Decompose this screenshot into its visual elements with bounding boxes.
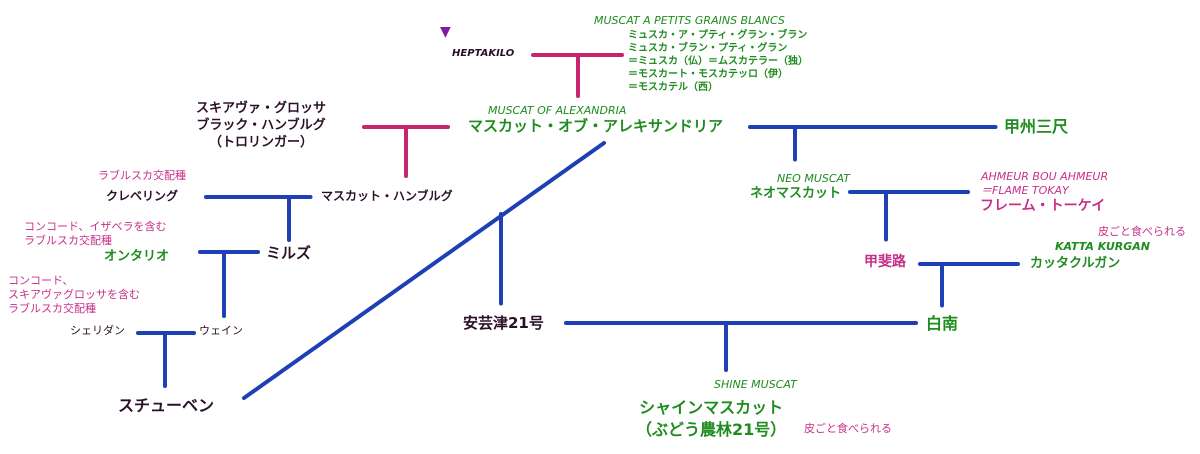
flame-tokay-ja-label: フレーム・トーケイ <box>980 198 1106 214</box>
muscat-petits-grains-label: MUSCAT A PETITS GRAINS BLANCS <box>594 14 785 27</box>
steuben-label: スチューベン <box>118 396 215 415</box>
alexandria-en-label: MUSCAT OF ALEXANDRIA <box>488 104 627 117</box>
hakunan-label: 白南 <box>926 314 959 333</box>
kaiji-label: 甲斐路 <box>864 254 906 270</box>
koshu-sanjaku-label: 甲州三尺 <box>1004 117 1069 136</box>
katta-kurgan-ja-label: カッタクルガン <box>1030 256 1121 271</box>
cleveling-label: クレベリング <box>106 189 179 203</box>
ontario-label: オンタリオ <box>104 249 170 264</box>
muscat-petits-grains-aliases: ミュスカ・ア・プティ・グラン・ブラン ミュスカ・ブラン・プティ・グラン ＝ミュス… <box>628 30 808 93</box>
ontario-note: コンコード、イザベラを含む ラブルスカ交配種 <box>24 220 167 247</box>
katta-kurgan-note: 皮ごと食べられる <box>1098 225 1186 238</box>
cleveling-labrusca-note: ラブルスカ交配種 <box>98 169 186 182</box>
sheridan-label: シェリダン <box>70 324 125 337</box>
neo-muscat-en-label: NEO MUSCAT <box>777 172 850 185</box>
muscat-hamburg-label: マスカット・ハンブルグ <box>321 189 453 203</box>
heptakilo-label: HEPTAKILO <box>452 48 515 59</box>
wayne-label: ウェイン <box>199 324 243 337</box>
shine-muscat-ja-label: シャインマスカット （ぶどう農林21号） <box>636 398 787 439</box>
alexandria-ja-label: マスカット・オブ・アレキサンドリア <box>468 117 724 135</box>
mills-label: ミルズ <box>266 244 312 262</box>
shine-muscat-en-label: SHINE MUSCAT <box>714 378 797 391</box>
katta-kurgan-en-label: KATTA KURGAN <box>1055 240 1151 253</box>
link-alexandria-steuben-diagonal <box>242 141 606 400</box>
marker-icon: ▼ <box>440 24 451 40</box>
flame-tokay-en-label: AHMEUR BOU AHMEUR ＝FLAME TOKAY <box>981 170 1109 197</box>
neo-muscat-ja-label: ネオマスカット <box>750 186 842 201</box>
schiava-grossa-label: スキアヴァ・グロッサ ブラック・ハンブルグ （トロリンガー） <box>196 101 327 150</box>
sheridan-note: コンコード、 スキアヴァグロッサを含む ラブルスカ交配種 <box>8 274 140 315</box>
akitsu-21-label: 安芸津21号 <box>463 314 544 332</box>
shine-muscat-note: 皮ごと食べられる <box>804 422 892 435</box>
